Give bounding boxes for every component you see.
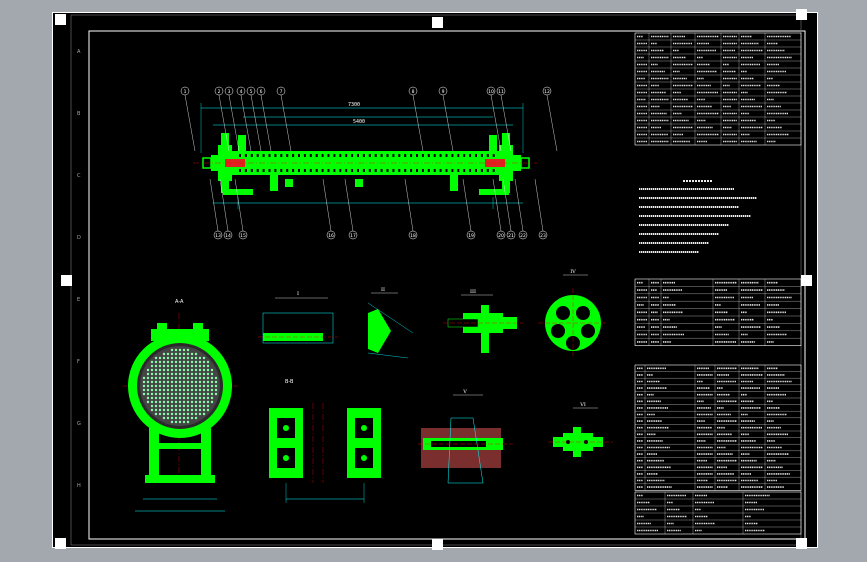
balloon: 2 [214, 86, 224, 96]
balloon: 15 [238, 230, 248, 240]
svg-text:8: 8 [412, 89, 415, 95]
svg-text:23: 23 [540, 233, 546, 239]
svg-text:11: 11 [498, 89, 504, 95]
svg-text:5: 5 [250, 89, 253, 95]
drawing-sheet: A B C D E F G H 7300 5400 [52, 12, 818, 550]
corner-mark-bl [55, 538, 66, 549]
svg-text:14: 14 [225, 233, 231, 239]
balloon: 13 [213, 230, 223, 240]
nozzle-table [634, 278, 802, 346]
balloon: 11 [496, 86, 506, 96]
svg-text:1: 1 [184, 89, 187, 95]
zone-letter: F [77, 359, 80, 365]
svg-text:19: 19 [468, 233, 474, 239]
center-mark-right [801, 275, 812, 286]
center-mark-top [432, 17, 443, 28]
svg-text:15: 15 [240, 233, 246, 239]
svg-text:6: 6 [260, 89, 263, 95]
svg-text:16: 16 [328, 233, 334, 239]
svg-text:10: 10 [488, 89, 494, 95]
detail-v-view [418, 394, 513, 484]
corner-mark-tl [55, 14, 66, 25]
section-b-label: B-B [285, 379, 294, 385]
balloon: 18 [408, 230, 418, 240]
total-length-dim: 7300 [348, 102, 360, 108]
detail-label: II [381, 287, 385, 293]
detail-i-view [258, 297, 338, 344]
balloon: 1 [180, 86, 190, 96]
zone-letter: A [77, 49, 81, 55]
detail-vi-view [548, 407, 613, 457]
center-mark-bottom [432, 539, 443, 550]
zone-letter: G [77, 421, 81, 427]
balloon: 4 [236, 86, 246, 96]
svg-text:4: 4 [240, 89, 243, 95]
balloon: 14 [223, 230, 233, 240]
balloon: 3 [224, 86, 234, 96]
parts-list-table [634, 364, 802, 491]
detail-iii-view [443, 294, 523, 353]
balloon: 5 [246, 86, 256, 96]
corner-mark-tr [796, 9, 807, 20]
svg-text:2: 2 [218, 89, 221, 95]
balloon: 22 [518, 230, 528, 240]
balloon: 21 [506, 230, 516, 240]
detail-label: I [297, 291, 299, 297]
zone-letter: C [77, 173, 81, 179]
svg-text:22: 22 [520, 233, 526, 239]
corner-mark-br [796, 538, 807, 549]
balloon: 7 [276, 86, 286, 96]
svg-text:7: 7 [280, 89, 283, 95]
svg-text:13: 13 [215, 233, 221, 239]
title-block [634, 491, 802, 535]
svg-text:17: 17 [350, 233, 356, 239]
balloon: 6 [256, 86, 266, 96]
cad-drawing: A B C D E F G H 7300 5400 [70, 14, 806, 546]
zone-letter: D [77, 235, 81, 241]
section-a-label: A-A [175, 299, 184, 305]
balloon: 23 [538, 230, 548, 240]
section-a-end-view: A-A [123, 299, 238, 512]
svg-text:20: 20 [498, 233, 504, 239]
svg-text:18: 18 [410, 233, 416, 239]
detail-ii-view [367, 292, 414, 359]
svg-text:9: 9 [442, 89, 445, 95]
svg-text:3: 3 [228, 89, 231, 95]
svg-text:12: 12 [544, 89, 550, 95]
detail-label: V [462, 389, 467, 395]
svg-text:21: 21 [508, 233, 514, 239]
tube-length-dim: 5400 [353, 119, 365, 125]
zone-letter: B [77, 111, 81, 117]
detail-label: III [470, 289, 476, 295]
zone-letter-column: A B C D E F G H [77, 49, 81, 489]
balloon: 19 [466, 230, 476, 240]
technical-notes [639, 180, 757, 253]
design-data-table [634, 32, 802, 146]
zone-letter: E [77, 297, 80, 303]
detail-label: IV [570, 269, 576, 275]
section-b-support-view: B-B [269, 379, 381, 503]
balloon: 10 [486, 86, 496, 96]
detail-iv-view [538, 274, 608, 358]
balloon: 17 [348, 230, 358, 240]
balloon: 16 [326, 230, 336, 240]
balloon: 8 [408, 86, 418, 96]
balloon: 9 [438, 86, 448, 96]
balloon: 20 [496, 230, 506, 240]
zone-letter: H [77, 483, 81, 489]
balloon: 12 [542, 86, 552, 96]
detail-label: VI [579, 402, 586, 408]
center-mark-left [61, 275, 72, 286]
